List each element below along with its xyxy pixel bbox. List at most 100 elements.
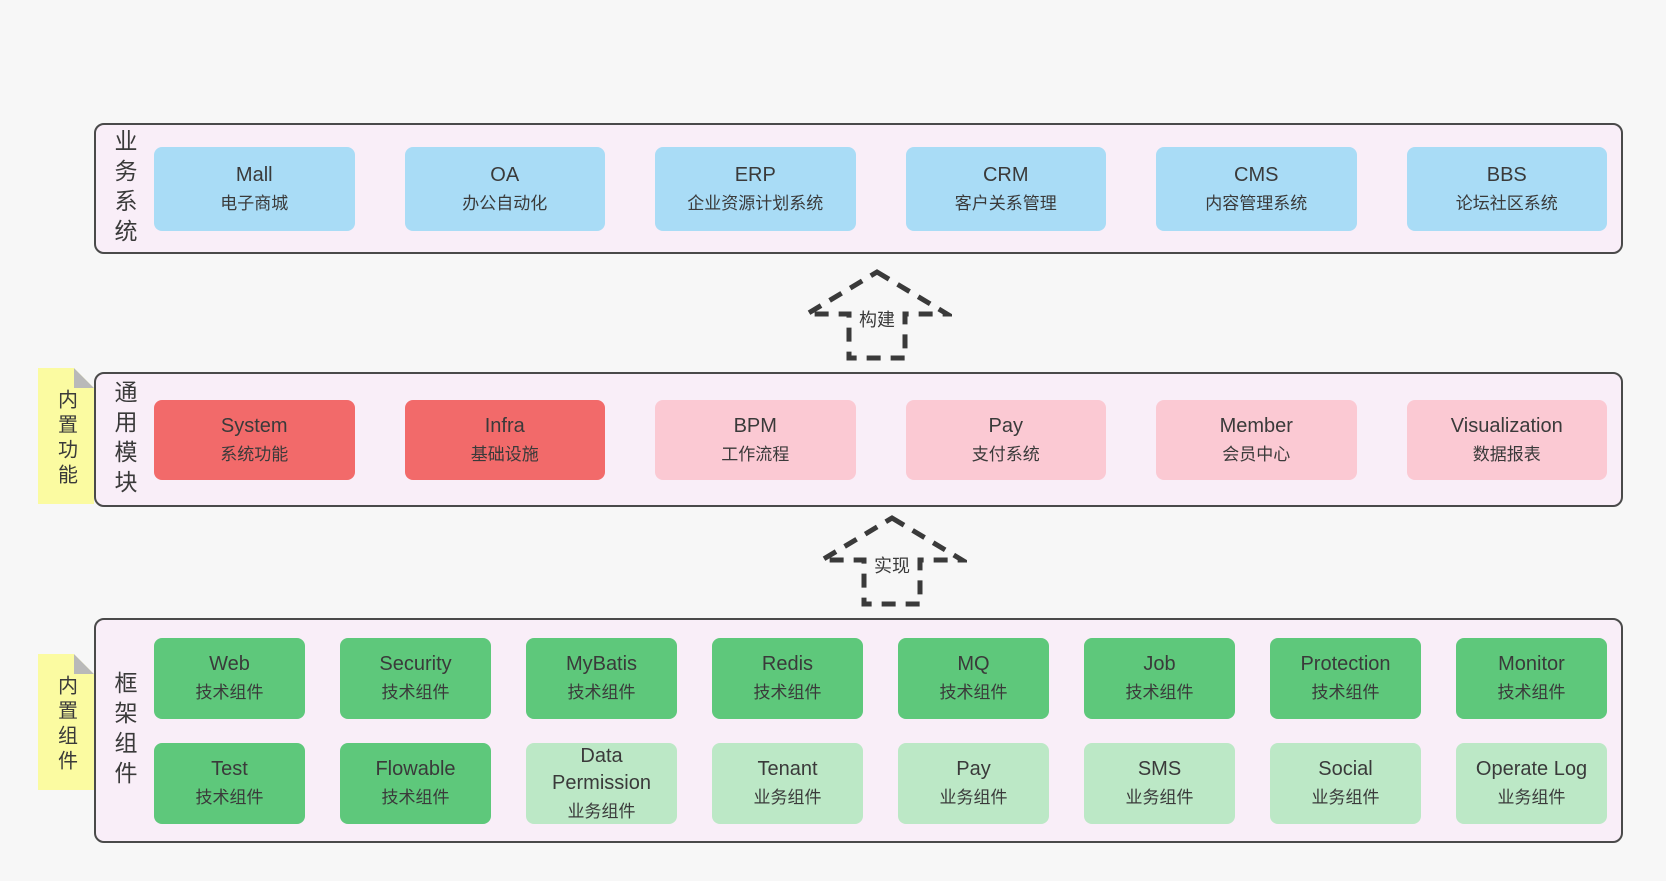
box-web: Web 技术组件	[154, 637, 305, 719]
box-subtitle: 办公自动化	[462, 193, 548, 213]
box-row: System 系统功能 Infra 基础设施 BPM 工作流程 Pay 支付系统 Member 会…	[154, 399, 1607, 480]
box-mq: MQ 技术组件	[898, 637, 1049, 719]
box-mall: Mall 电子商城	[154, 146, 355, 231]
box-name: Tenant	[757, 758, 818, 781]
box-subtitle: 数据报表	[1472, 444, 1541, 464]
box-subtitle: 工作流程	[721, 444, 790, 464]
box-subtitle: 会员中心	[1222, 444, 1291, 464]
note-built-in-features-label: 内置功能	[54, 389, 77, 489]
box-name: Pay	[956, 758, 991, 781]
box-pay: Pay 业务组件	[898, 742, 1049, 824]
box-subtitle: 论坛社区系统	[1455, 193, 1558, 213]
box-name: Social	[1318, 758, 1373, 781]
box-crm: CRM 客户关系管理	[905, 146, 1106, 231]
box-subtitle: 业务组件	[939, 788, 1008, 808]
box-subtitle: 业务组件	[1311, 788, 1380, 808]
note-built-in-features: 内置功能	[38, 368, 94, 504]
box-name: MyBatis	[565, 653, 638, 676]
arrow-build: 构建	[802, 268, 952, 362]
box-subtitle: 基础设施	[470, 444, 539, 464]
box-name: SMS	[1137, 758, 1182, 781]
box-pay: Pay 支付系统	[905, 399, 1106, 480]
box-name: Member	[1219, 414, 1293, 437]
box-social: Social 业务组件	[1270, 742, 1421, 824]
box-operate-log: Operate Log 业务组件	[1456, 742, 1607, 824]
box-name: Infra	[484, 414, 525, 437]
box-name: Visualization	[1450, 414, 1563, 437]
box-name: Mall	[235, 163, 273, 186]
box-name: Web	[209, 653, 250, 676]
box-name: Data Permission	[552, 744, 651, 795]
note-built-in-components: 内置组件	[38, 654, 94, 790]
band-label-business-systems: 业务系统	[111, 128, 137, 249]
box-subtitle: 技术组件	[567, 683, 636, 703]
box-name: ERP	[734, 163, 776, 186]
box-subtitle: 技术组件	[381, 683, 450, 703]
box-name: Protection	[1300, 653, 1391, 676]
box-subtitle: 业务组件	[567, 801, 636, 821]
box-name: CMS	[1234, 163, 1279, 186]
box-name: Security	[379, 653, 452, 676]
band-common-modules: 通用模块 System 系统功能 Infra 基础设施 BPM 工作流程 Pay 支付系统 Me…	[94, 372, 1623, 507]
box-subtitle: 支付系统	[971, 444, 1040, 464]
box-subtitle: 技术组件	[1311, 683, 1380, 703]
box-name: Monitor	[1498, 653, 1565, 676]
box-subtitle: 业务组件	[1125, 788, 1194, 808]
box-name: OA	[490, 163, 520, 186]
box-protection: Protection 技术组件	[1270, 637, 1421, 719]
box-subtitle: 电子商城	[220, 193, 289, 213]
arrow-implement-label: 实现	[870, 552, 914, 578]
box-subtitle: 客户关系管理	[954, 193, 1057, 213]
band-rows: Mall 电子商城 OA 办公自动化 ERP 企业资源计划系统 CRM 客户关系管理 CMS 内容…	[154, 125, 1607, 252]
box-subtitle: 企业资源计划系统	[687, 193, 824, 213]
box-redis: Redis 技术组件	[712, 637, 863, 719]
box-infra: Infra 基础设施	[404, 399, 605, 480]
box-name: System	[220, 414, 288, 437]
box-name: MQ	[957, 653, 990, 676]
box-bpm: BPM 工作流程	[655, 399, 856, 480]
box-subtitle: 技术组件	[195, 683, 264, 703]
box-visualization: Visualization 数据报表	[1406, 399, 1607, 480]
box-row: Mall 电子商城 OA 办公自动化 ERP 企业资源计划系统 CRM 客户关系管理 CMS 内容…	[154, 146, 1607, 231]
box-job: Job 技术组件	[1084, 637, 1235, 719]
box-name: CRM	[982, 163, 1029, 186]
box-subtitle: 业务组件	[1497, 788, 1566, 808]
box-subtitle: 业务组件	[753, 788, 822, 808]
box-security: Security 技术组件	[340, 637, 491, 719]
box-subtitle: 内容管理系统	[1205, 193, 1308, 213]
box-oa: OA 办公自动化	[404, 146, 605, 231]
box-subtitle: 技术组件	[1125, 683, 1194, 703]
box-cms: CMS 内容管理系统	[1156, 146, 1357, 231]
box-subtitle: 技术组件	[1497, 683, 1566, 703]
box-subtitle: 系统功能	[220, 444, 289, 464]
box-system: System 系统功能	[154, 399, 355, 480]
box-sms: SMS 业务组件	[1084, 742, 1235, 824]
box-mybatis: MyBatis 技术组件	[526, 637, 677, 719]
arrow-build-label: 构建	[855, 306, 899, 332]
box-data-permission: Data Permission 业务组件	[526, 742, 677, 824]
box-name: Test	[211, 758, 248, 781]
box-subtitle: 技术组件	[939, 683, 1008, 703]
box-name: BBS	[1486, 163, 1527, 186]
band-business-systems: 业务系统 Mall 电子商城 OA 办公自动化 ERP 企业资源计划系统 CRM 客户关系管理…	[94, 123, 1623, 254]
box-name: Flowable	[375, 758, 456, 781]
band-label-common-modules: 通用模块	[111, 379, 137, 500]
box-name: Pay	[988, 414, 1023, 437]
band-label-framework-components: 框架组件	[111, 670, 137, 791]
box-member: Member 会员中心	[1156, 399, 1357, 480]
box-name: Job	[1143, 653, 1176, 676]
band-rows: System 系统功能 Infra 基础设施 BPM 工作流程 Pay 支付系统 Member 会…	[154, 374, 1607, 505]
box-name: Redis	[761, 653, 814, 676]
box-erp: ERP 企业资源计划系统	[655, 146, 856, 231]
arrow-up-dashed-icon	[817, 515, 967, 607]
box-subtitle: 技术组件	[753, 683, 822, 703]
box-bbs: BBS 论坛社区系统	[1406, 146, 1607, 231]
arrow-up-dashed-icon	[802, 269, 952, 361]
box-name: BPM	[733, 414, 777, 437]
box-name: Operate Log	[1475, 758, 1588, 781]
